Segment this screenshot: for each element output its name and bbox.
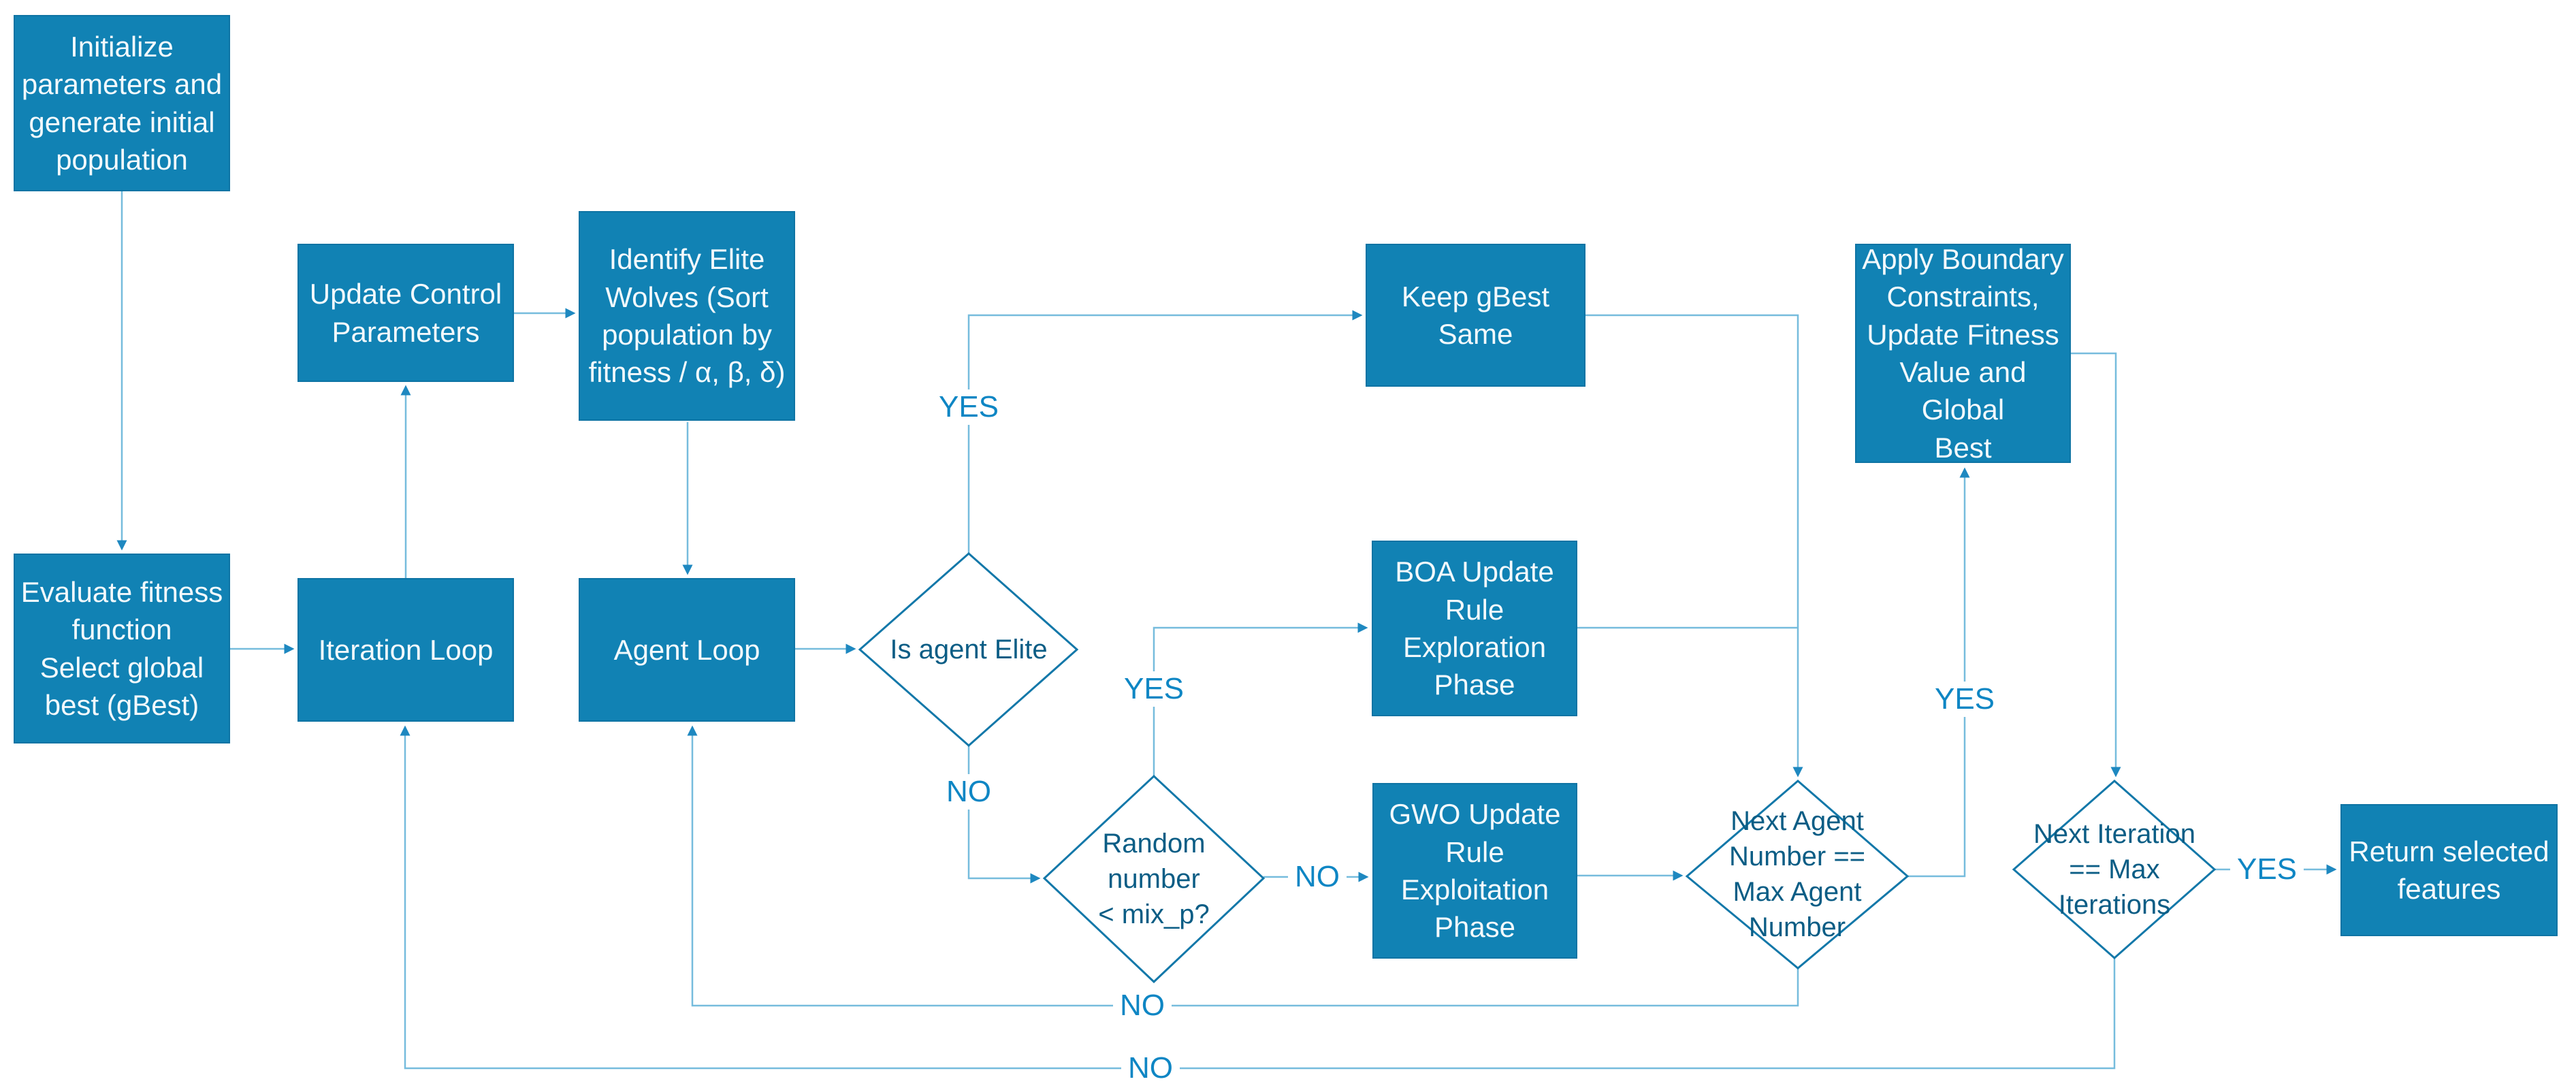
node-keep-gbest-same: Keep gBest Same (1366, 244, 1585, 387)
edge-iselite-yes-keepgbest (967, 310, 1363, 554)
node-update-control-parameters-label: Update Control Parameters (309, 278, 502, 348)
node-boa-update-rule: BOA Update Rule Exploration Phase (1372, 541, 1577, 716)
edge-label-elite-no: NO (939, 774, 998, 810)
node-return-selected-features: Return selected features (2340, 804, 2558, 936)
decision-shape-next-iteration (2012, 780, 2217, 959)
node-gwo-update-rule: GWO Update Rule Exploitation Phase (1372, 783, 1577, 959)
node-boa-update-rule-label: BOA Update Rule Exploration Phase (1395, 556, 1554, 701)
edge-nextagent-no-agentloop (687, 725, 1799, 1007)
edge-label-iter-no: NO (1121, 1051, 1180, 1086)
edge-label-elite-yes: YES (931, 389, 1006, 425)
node-keep-gbest-same-label: Keep gBest Same (1401, 280, 1550, 350)
edge-label-random-no: NO (1288, 859, 1347, 895)
node-iteration-loop-label: Iteration Loop (318, 633, 494, 666)
edge-label-iter-yes: YES (2229, 852, 2304, 887)
edge-label-agent-no: NO (1113, 988, 1172, 1023)
decision-random-number-mixp: Random number < mix_p? (1098, 829, 1210, 929)
node-update-control-parameters: Update Control Parameters (297, 244, 514, 382)
node-gwo-update-rule-label: GWO Update Rule Exploitation Phase (1389, 798, 1561, 944)
decision-is-agent-elite: Is agent Elite (890, 635, 1048, 665)
edge-random-yes-boa (1153, 622, 1368, 776)
decision-shape-random-mix (1042, 774, 1266, 984)
decision-shape-is-agent-elite (858, 551, 1079, 748)
edge-label-agent-yes: YES (1927, 682, 2002, 717)
edge-label-random-yes: YES (1116, 671, 1191, 707)
decision-diamond-shapes (858, 551, 2217, 984)
node-apply-boundary-constraints-label: Apply Boundary Constraints, Update Fitne… (1862, 242, 2064, 464)
flow-edges (116, 191, 2337, 1070)
node-initialize-population-label: Initialize parameters and generate initi… (21, 30, 223, 176)
node-initialize-population: Initialize parameters and generate initi… (14, 15, 230, 191)
decision-shape-next-agent (1685, 780, 1910, 970)
edge-keepgbest-nextagent (1585, 314, 1803, 778)
edge-nextagent-yes-applyboundary (1907, 467, 1970, 878)
node-agent-loop: Agent Loop (579, 578, 795, 722)
edge-applyboundary-nextiteration (2071, 352, 2121, 778)
edge-iselite-no-random (967, 746, 1041, 884)
node-return-selected-features-label: Return selected features (2349, 835, 2549, 905)
node-agent-loop-label: Agent Loop (613, 633, 760, 666)
node-iteration-loop: Iteration Loop (297, 578, 514, 722)
decision-next-agent-number: Next Agent Number == Max Agent Number (1728, 806, 1866, 942)
node-identify-elite-wolves: Identify Elite Wolves (Sort population b… (579, 211, 795, 421)
node-identify-elite-wolves-label: Identify Elite Wolves (Sort population b… (588, 243, 786, 389)
node-apply-boundary-constraints: Apply Boundary Constraints, Update Fitne… (1855, 243, 2071, 464)
node-evaluate-fitness-label: Evaluate fitness function Select global … (20, 575, 223, 721)
edge-nextiteration-no-iterationloop (400, 725, 2116, 1070)
decision-next-iteration: Next Iteration == Max Iterations (2033, 819, 2195, 920)
node-evaluate-fitness: Evaluate fitness function Select global … (14, 554, 230, 743)
